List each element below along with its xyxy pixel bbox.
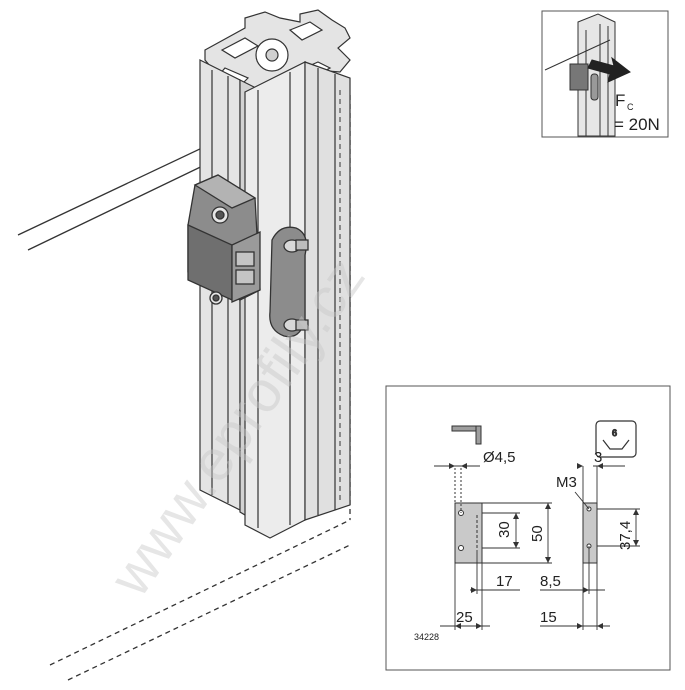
dim-17-label: 17: [496, 573, 513, 590]
front-view: [454, 468, 483, 564]
force-value: = 20N: [614, 115, 660, 134]
dim-37-4-label: 37,4: [617, 521, 634, 550]
dimension-drawing: 6: [385, 385, 671, 671]
dim-30-label: 30: [496, 521, 513, 538]
dim-3-label: 3: [594, 449, 602, 466]
inset-plane-line: [544, 39, 611, 71]
dim-50-label: 50: [529, 525, 546, 542]
slot-symbol: 6: [595, 420, 637, 458]
dim-15-label: 15: [540, 609, 557, 626]
dim-8-5-label: 8,5: [540, 573, 561, 590]
side-view: [582, 502, 598, 564]
dimension-arrowheads: [449, 463, 639, 629]
force-subscript: C: [627, 102, 634, 112]
inset-switch: [569, 63, 599, 101]
bracket-symbol: [451, 425, 482, 445]
dim-25-label: 25: [456, 609, 473, 626]
part-number-label: 34228: [414, 632, 439, 642]
main-illustration: [17, 9, 351, 681]
force-inset: F C = 20N: [541, 10, 669, 138]
thread-label: M3: [556, 474, 577, 491]
slot-size-label: 6: [612, 428, 617, 438]
switch-housing: [187, 174, 261, 305]
magnet-actuator: [269, 226, 309, 338]
diameter-label: Ø4,5: [483, 449, 516, 466]
force-arrow-icon: [587, 56, 631, 83]
force-symbol: F: [615, 91, 625, 110]
